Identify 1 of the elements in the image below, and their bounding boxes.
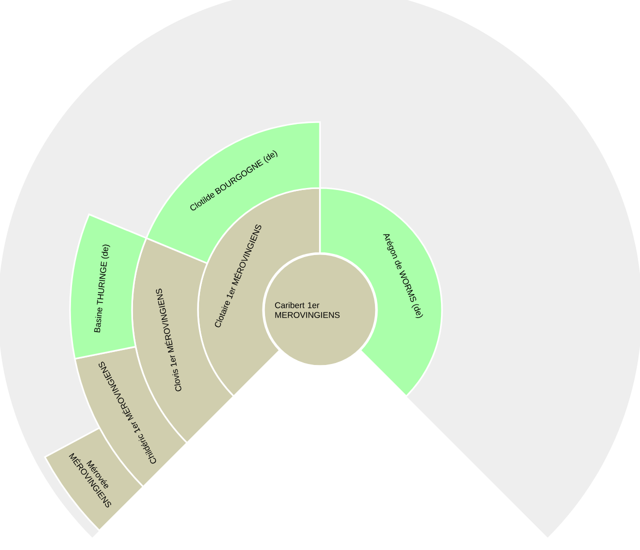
fan-sector: Basine THURINGE (de) [69, 214, 148, 360]
